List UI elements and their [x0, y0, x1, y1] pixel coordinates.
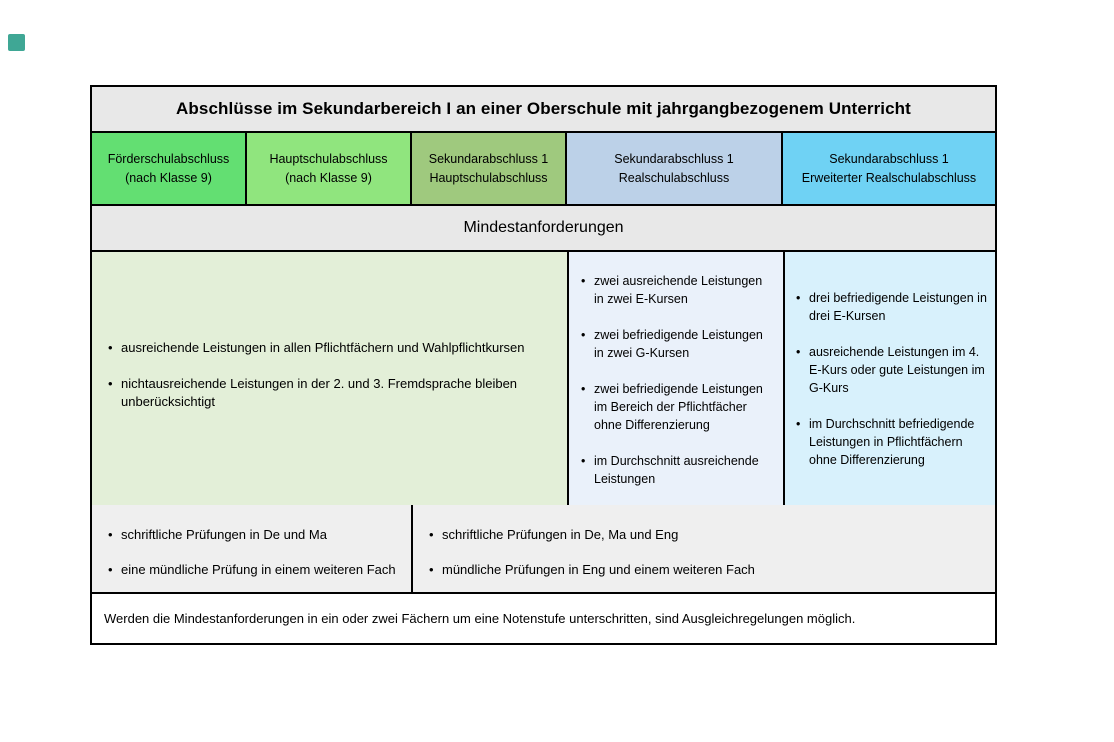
exams-left-cell: schriftliche Prüfungen in De und Ma eine…	[92, 505, 413, 592]
bullet-item: zwei ausreichende Leistungen in zwei E-K…	[581, 272, 771, 308]
bullet-icon	[429, 526, 442, 544]
bullet-item: im Durchschnitt befriedigende Leistungen…	[796, 415, 993, 469]
bullet-icon	[796, 415, 809, 469]
section-label: Mindestanforderungen	[463, 219, 624, 236]
bullet-item: schriftliche Prüfungen in De, Ma und Eng	[429, 526, 987, 544]
bullet-icon	[581, 326, 594, 362]
bullet-icon	[796, 289, 809, 325]
bullet-icon	[581, 380, 594, 434]
requirements-right-cell: drei befriedigende Leistungen in drei E-…	[783, 252, 995, 505]
bullet-icon	[429, 561, 442, 579]
bullet-icon	[581, 272, 594, 308]
header-line2: (nach Klasse 9)	[285, 170, 372, 185]
bullet-icon	[796, 343, 809, 397]
header-foerderschulabschluss: Förderschulabschluss (nach Klasse 9)	[92, 133, 247, 204]
exams-row: schriftliche Prüfungen in De und Ma eine…	[92, 505, 995, 594]
bullet-icon	[108, 526, 121, 544]
bullet-icon	[108, 561, 121, 579]
requirements-left-cell: ausreichende Leistungen in allen Pflicht…	[92, 252, 567, 505]
bullet-icon	[108, 339, 121, 357]
bullet-icon	[581, 452, 594, 488]
header-line1: Förderschulabschluss	[107, 151, 230, 166]
mindestanforderungen-band: Mindestanforderungen	[92, 206, 995, 252]
header-sek1-hauptschulabschluss: Sekundarabschluss 1 Hauptschulabschluss	[412, 133, 567, 204]
exams-right-cell: schriftliche Prüfungen in De, Ma und Eng…	[413, 505, 995, 592]
header-line2: Hauptschulabschluss	[429, 170, 548, 185]
header-line1: Sekundarabschluss 1	[428, 151, 549, 166]
bullet-item: zwei befriedigende Leistungen im Bereich…	[581, 380, 771, 434]
bullet-item: im Durchschnitt ausreichende Leistungen	[581, 452, 771, 488]
page-title: Abschlüsse im Sekundarbereich I an einer…	[176, 99, 911, 118]
qualification-header-row: Förderschulabschluss (nach Klasse 9) Hau…	[92, 133, 995, 206]
header-line2: Erweiterter Realschulabschluss	[801, 170, 977, 185]
note-text: Werden die Mindestanforderungen in ein o…	[104, 611, 856, 626]
bullet-item: ausreichende Leistungen im 4. E-Kurs ode…	[796, 343, 993, 397]
bullet-item: drei befriedigende Leistungen in drei E-…	[796, 289, 993, 325]
header-line2: (nach Klasse 9)	[125, 170, 212, 185]
header-line1: Sekundarabschluss 1	[614, 151, 734, 166]
note-row: Werden die Mindestanforderungen in ein o…	[92, 594, 995, 643]
bullet-item: mündliche Prüfungen in Eng und einem wei…	[429, 561, 987, 579]
header-sek1-realschulabschluss: Sekundarabschluss 1 Realschulabschluss	[567, 133, 783, 204]
header-line1: Sekundarabschluss 1	[829, 151, 949, 166]
bullet-item: zwei befriedigende Leistungen in zwei G-…	[581, 326, 771, 362]
title-bar: Abschlüsse im Sekundarbereich I an einer…	[92, 87, 995, 133]
bullet-icon	[108, 375, 121, 411]
requirements-row: ausreichende Leistungen in allen Pflicht…	[92, 252, 995, 505]
requirements-middle-cell: zwei ausreichende Leistungen in zwei E-K…	[567, 252, 783, 505]
bullet-item: nichtausreichende Leistungen in der 2. u…	[108, 375, 561, 411]
header-line2: Realschulabschluss	[618, 170, 730, 185]
bullet-item: schriftliche Prüfungen in De und Ma	[108, 526, 403, 544]
header-sek1-erweiterter-realschulabschluss: Sekundarabschluss 1 Erweiterter Realschu…	[783, 133, 995, 204]
header-line1: Hauptschulabschluss	[269, 151, 388, 166]
qualifications-diagram: Abschlüsse im Sekundarbereich I an einer…	[90, 85, 997, 645]
corner-marker	[8, 34, 25, 51]
bullet-item: eine mündliche Prüfung in einem weiteren…	[108, 561, 403, 579]
header-hauptschulabschluss: Hauptschulabschluss (nach Klasse 9)	[247, 133, 412, 204]
bullet-item: ausreichende Leistungen in allen Pflicht…	[108, 339, 561, 357]
